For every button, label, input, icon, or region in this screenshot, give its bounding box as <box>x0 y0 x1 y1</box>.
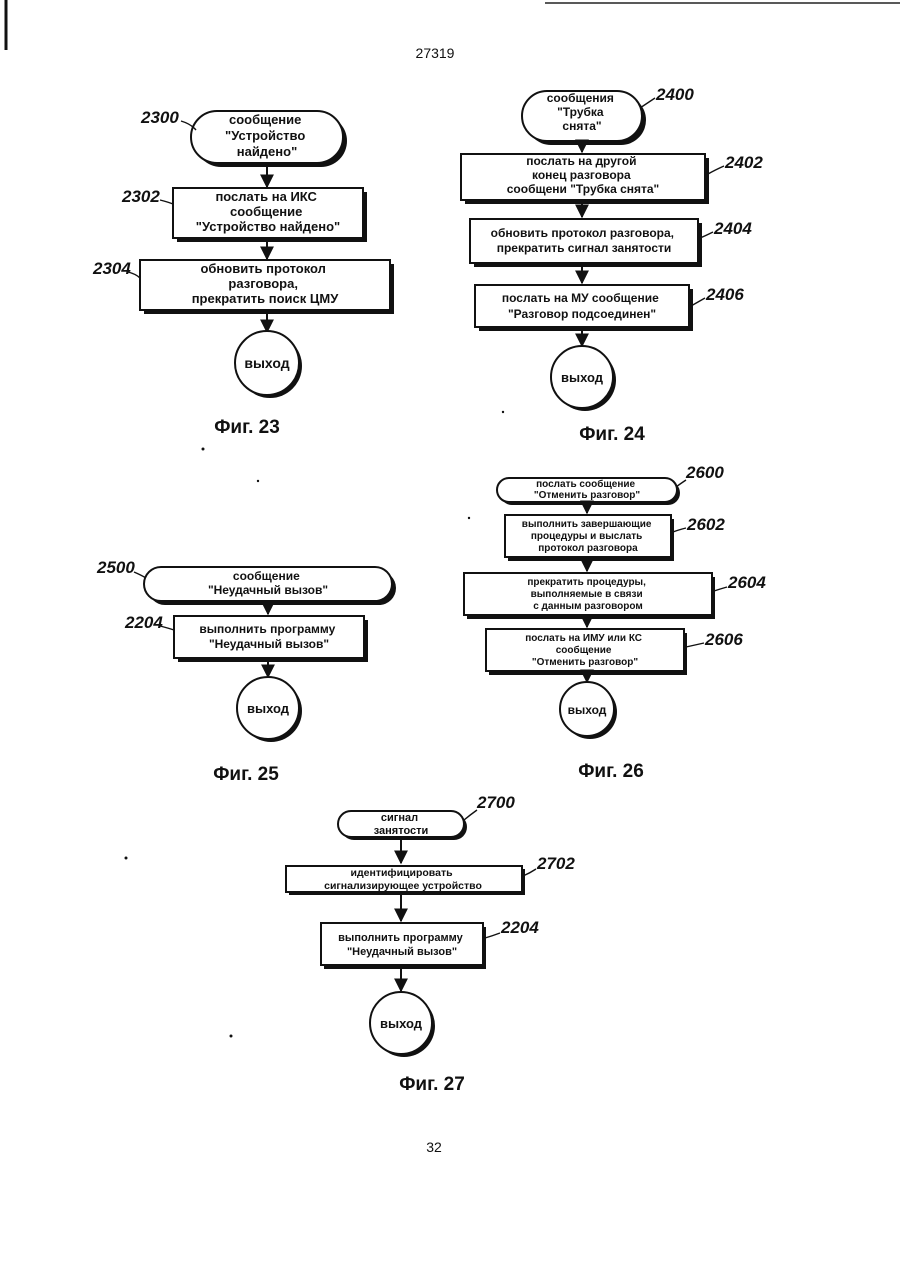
fig27-step1-line: идентифицировать <box>351 867 454 879</box>
fig26-start-line: послать сообщение <box>536 478 635 490</box>
fig25-start-line: "Неудачный вызов" <box>208 583 328 597</box>
fig23-start-line: сообщение <box>229 112 301 127</box>
svg-text:сообщение "Устройство: сообщение "Устройство найдено" <box>225 112 309 159</box>
figure-24: сообщения "Трубка снята" 2400 послать на… <box>461 85 763 445</box>
scan-speck <box>502 411 504 413</box>
page-number: 32 <box>426 1139 442 1155</box>
svg-text:сигнал занятости: сигнал занятости <box>374 812 429 837</box>
fig24-step2-line: обновить протокол разговора, <box>491 226 674 240</box>
fig27-caption: Фиг. 27 <box>399 1074 465 1095</box>
fig24-exit-label: выход <box>561 370 604 385</box>
fig24-start-ref: 2400 <box>655 85 694 104</box>
svg-text:прекратить процедуры, вы: прекратить процедуры, выполняемые в связ… <box>527 577 648 612</box>
fig24-start-line: "Трубка <box>557 105 604 119</box>
svg-text:послать сообщение "Отмен: послать сообщение "Отменить разговор" <box>534 478 641 501</box>
fig25-start-ref: 2500 <box>96 558 135 577</box>
fig27-step2-ref: 2204 <box>500 918 539 937</box>
fig26-step3-ref: 2606 <box>704 630 743 649</box>
fig26-step1-line: выполнить завершающие <box>522 519 652 530</box>
fig26-start-ref: 2600 <box>685 463 724 482</box>
scan-speck <box>468 517 470 519</box>
fig25-step1-line: выполнить программу <box>199 622 335 636</box>
fig23-exit-label: выход <box>244 355 289 371</box>
fig27-process-run-program <box>321 923 483 965</box>
fig24-step2-line: прекратить сигнал занятости <box>497 241 672 255</box>
scan-speck <box>257 480 259 482</box>
scan-speck <box>230 1035 233 1038</box>
fig27-step1-line: сигнализирующее устройство <box>324 880 482 892</box>
document-number: 27319 <box>416 45 455 61</box>
figure-26: послать сообщение "Отменить разговор" 26… <box>464 463 766 782</box>
fig23-start-ref: 2300 <box>140 108 179 127</box>
fig23-step1-line: послать на ИКС <box>215 189 317 204</box>
fig26-step2-line: с данным разговором <box>533 601 643 612</box>
fig24-step2-ref: 2404 <box>713 219 752 238</box>
fig25-start-line: сообщение <box>233 569 300 583</box>
fig26-step3-line: сообщение <box>556 644 612 656</box>
fig24-start-line: снята" <box>562 119 601 133</box>
fig23-caption: Фиг. 23 <box>214 417 280 438</box>
fig26-start-line: "Отменить разговор" <box>534 490 641 501</box>
fig23-step1-line: сообщение <box>230 204 302 219</box>
fig26-step2-line: прекратить процедуры, <box>527 577 646 588</box>
fig23-step2-line: прекратить поиск ЦМУ <box>192 291 339 306</box>
fig24-step3-ref: 2406 <box>705 285 744 304</box>
fig23-step2-line: разговора, <box>228 276 298 291</box>
fig24-step1-line: сообщени "Трубка снята" <box>507 182 660 196</box>
figure-27: сигнал занятости 2700 идентифицировать с… <box>286 793 575 1095</box>
fig26-step1-line: процедуры и выслать <box>531 531 642 542</box>
fig27-start-line: занятости <box>374 825 429 837</box>
fig26-step3-line: "Отменить разговор" <box>532 657 639 668</box>
fig26-step1-ref: 2602 <box>686 515 725 534</box>
fig27-step2-line: "Неудачный вызов" <box>347 946 457 958</box>
scan-speck <box>125 857 128 860</box>
fig25-step1-ref: 2204 <box>124 613 163 632</box>
svg-text:выполнить завершающие пр: выполнить завершающие процедуры и выслат… <box>522 519 654 554</box>
fig23-step1-line: "Устройство найдено" <box>196 219 340 234</box>
fig24-step1-ref: 2402 <box>724 153 763 172</box>
svg-text:обновить протокол разговора,: обновить протокол разговора, прекратить … <box>491 226 678 255</box>
fig27-step2-line: выполнить программу <box>338 932 463 944</box>
fig26-step2-ref: 2604 <box>727 573 766 592</box>
fig23-step1-ref: 2302 <box>121 187 160 206</box>
fig26-caption: Фиг. 26 <box>578 761 644 782</box>
fig23-start-line: "Устройство <box>225 128 305 143</box>
fig25-caption: Фиг. 25 <box>213 764 279 785</box>
fig25-exit-label: выход <box>247 701 290 716</box>
fig26-exit-label: выход <box>568 703 607 717</box>
fig27-start-line: сигнал <box>381 812 418 824</box>
figure-23: сообщение "Устройство найдено" 2300 посл… <box>92 108 394 438</box>
svg-text:выполнить программу "Неу: выполнить программу "Неудачный вызов" <box>199 622 338 651</box>
fig24-caption: Фиг. 24 <box>579 424 645 445</box>
fig23-start-line: найдено" <box>237 144 298 159</box>
fig24-step3-line: послать на МУ сообщение <box>502 291 659 305</box>
fig24-step1-line: послать на другой <box>526 154 636 168</box>
fig26-step2-line: выполняемые в связи <box>531 589 643 600</box>
fig24-step3-line: "Разговор подсоединен" <box>508 307 656 321</box>
fig27-start-ref: 2700 <box>476 793 515 812</box>
scan-speck <box>202 448 205 451</box>
fig23-step2-ref: 2304 <box>92 259 131 278</box>
fig24-step1-line: конец разговора <box>532 168 631 182</box>
fig27-exit-label: выход <box>380 1016 423 1031</box>
fig23-step2-line: обновить протокол <box>200 261 325 276</box>
fig25-step1-line: "Неудачный вызов" <box>209 637 329 651</box>
fig26-step1-line: протокол разговора <box>538 543 638 554</box>
fig27-step1-ref: 2702 <box>536 854 575 873</box>
fig26-step3-line: послать на ИМУ или КС <box>525 633 642 644</box>
figure-25: сообщение "Неудачный вызов" 2500 выполни… <box>96 558 396 785</box>
fig24-start-line: сообщения <box>547 91 614 105</box>
